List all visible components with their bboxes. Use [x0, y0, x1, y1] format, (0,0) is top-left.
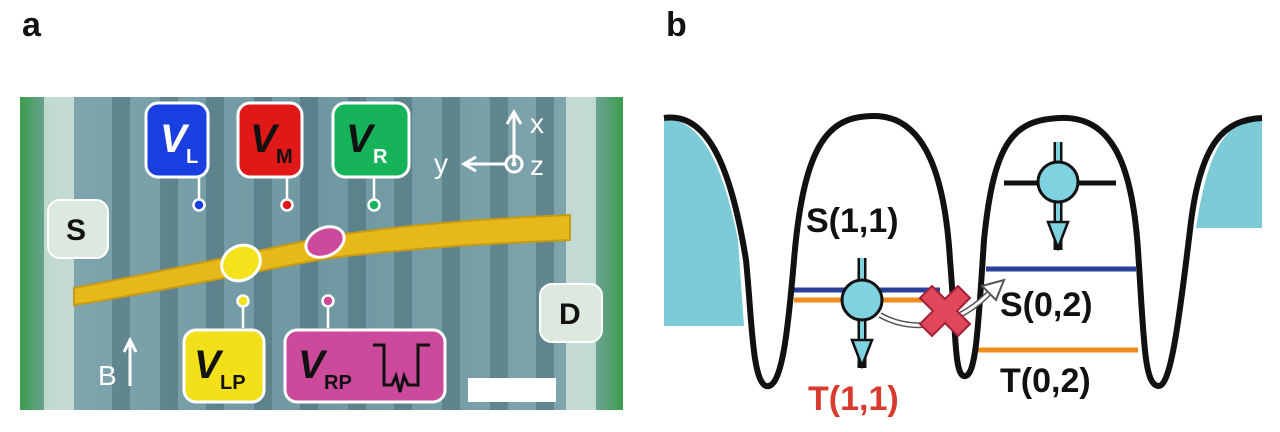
gate-box-right-plunger [283, 328, 447, 404]
transition-arrowhead [980, 278, 1006, 302]
axis-x-label: x [530, 108, 544, 139]
right-dot [304, 225, 346, 259]
gate-middle-sub: M [276, 146, 293, 168]
gate-lp-sub: LP [220, 372, 246, 394]
gate-right-sub: R [373, 146, 388, 168]
source-label: S [66, 214, 86, 247]
drain-label: D [559, 298, 581, 331]
gate-left-main: V [160, 117, 190, 161]
axis-y-label: y [434, 148, 448, 179]
gate-box-right [331, 101, 411, 179]
gate-box-left-plunger [182, 328, 266, 404]
source-box [47, 199, 109, 259]
gate-lp-main: V [194, 343, 224, 387]
state-s11-label: S(1,1) [806, 202, 899, 240]
x-cross-icon [918, 284, 972, 338]
state-s02-label: S(0,2) [1000, 286, 1093, 324]
field-arrow-icon [122, 336, 138, 386]
gate-box-left [144, 101, 210, 179]
gate-rp-sub: RP [324, 372, 352, 394]
square-pulse-icon [373, 343, 430, 393]
field-label: B [98, 360, 117, 391]
left-dot [220, 243, 262, 283]
state-t02-label: T(0,2) [1000, 362, 1091, 400]
scale-bar [468, 378, 556, 402]
gate-box-middle [236, 101, 304, 179]
left-reservoir [664, 118, 744, 326]
gate-connectors [192, 178, 381, 328]
potential-curve [663, 113, 1263, 390]
state-t11-label: T(1,1) [808, 380, 899, 418]
gate-middle-main: V [250, 117, 280, 161]
drain-box [539, 283, 603, 343]
gate-right-main: V [346, 117, 376, 161]
spin-right-icon [1036, 142, 1080, 252]
panel-a-label: a [22, 6, 41, 44]
gate-rp-main: V [298, 343, 328, 387]
axes-icon [461, 109, 524, 174]
drain-contact [566, 97, 596, 410]
right-reservoir [1196, 118, 1262, 228]
spin-left-icon [840, 258, 884, 370]
panel-b-label: b [666, 6, 687, 44]
gate-left-sub: L [186, 146, 198, 168]
axis-z-label: z [530, 150, 544, 181]
